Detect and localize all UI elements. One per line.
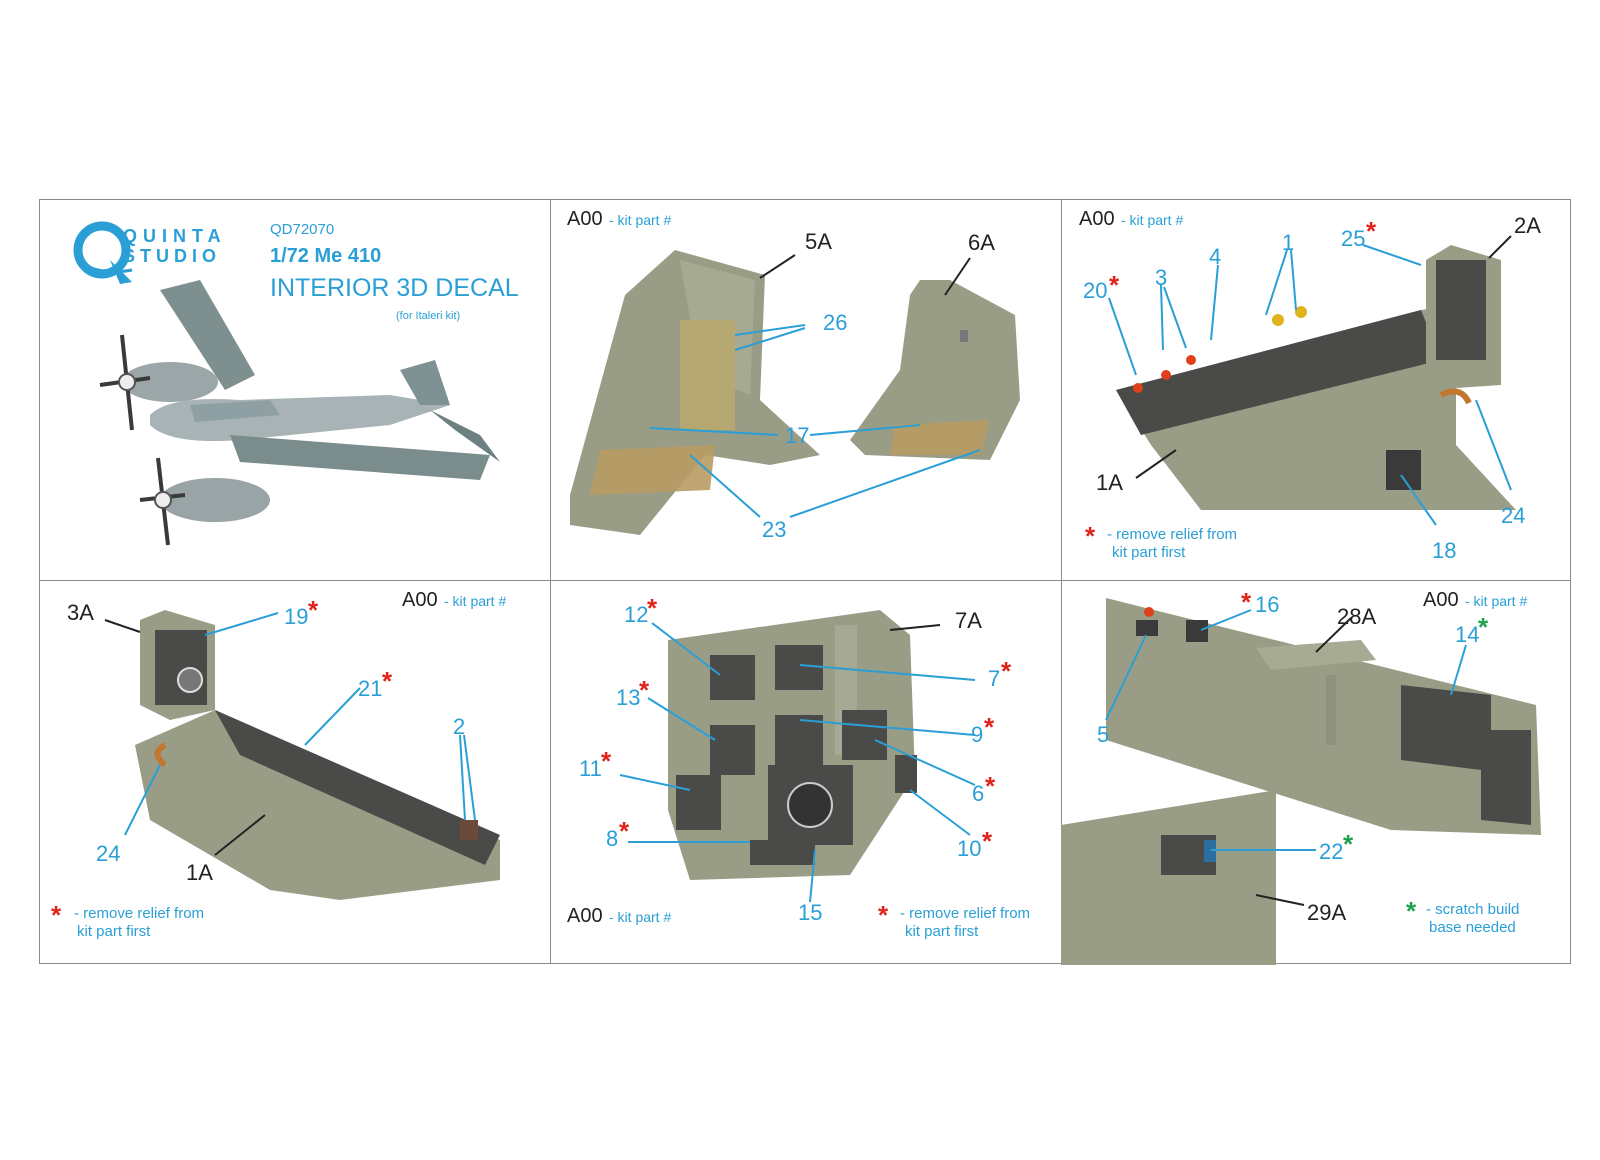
green-star: *	[1406, 896, 1417, 926]
product-note: (for Italeri kit)	[396, 310, 461, 322]
kit-part-code: A00	[1423, 589, 1459, 611]
kit-part-code: A00	[567, 208, 603, 230]
product-code: QD72070	[270, 221, 335, 238]
callout-7: 7	[988, 666, 1001, 691]
callout-24: 24	[96, 841, 121, 866]
kit-part-label: - kit part #	[609, 909, 672, 925]
product-panel: QUINTA STUDIO QD72070 1/72 Me 410 INTERI…	[40, 200, 550, 580]
divider	[550, 200, 551, 963]
red-star: *	[601, 746, 612, 776]
kit-part-code: A00	[567, 905, 603, 927]
callout-24: 24	[1501, 503, 1526, 528]
red-star: *	[619, 816, 630, 846]
green-star: *	[1478, 612, 1489, 642]
red-star: *	[984, 712, 995, 742]
callout-26: 26	[823, 310, 848, 335]
callout-9: 9	[971, 722, 984, 747]
callout-10: 10	[957, 836, 982, 861]
console-left-panel: A00 - kit part # 3A 1A 19 * 21 * 2 24 * …	[40, 580, 550, 965]
kit-part-label: - kit part #	[1121, 212, 1184, 228]
console-left-image	[104, 610, 500, 900]
red-star: *	[639, 675, 650, 705]
remove-relief-note: - remove relief from kit part first	[1107, 526, 1238, 561]
part-29a: 29A	[1307, 900, 1347, 925]
part-7a: 7A	[955, 608, 982, 633]
red-star: *	[985, 771, 996, 801]
callout-17: 17	[785, 423, 810, 448]
instrument-panel: 7A 12 * 13 * 11 * 8 * 7 * 9 * 6 * 10 * 1…	[550, 580, 1061, 965]
callout-1: 1	[1282, 230, 1295, 255]
callout-16: 16	[1255, 592, 1280, 617]
callout-22: 22	[1319, 839, 1344, 864]
callout-25: 25	[1341, 226, 1366, 251]
callout-4: 4	[1209, 244, 1222, 269]
quinta-logo-icon	[73, 221, 133, 284]
red-star: *	[51, 900, 62, 930]
red-star: *	[982, 826, 993, 856]
callout-5: 5	[1097, 722, 1110, 747]
part-5a: 5A	[805, 229, 832, 254]
divider	[40, 580, 1570, 581]
callout-14: 14	[1455, 622, 1480, 647]
brand-line1: QUINTA	[123, 226, 227, 246]
red-star: *	[1085, 521, 1096, 551]
brand-line2: STUDIO	[123, 246, 222, 266]
product-scale: 1/72 Me 410	[270, 245, 382, 267]
sidewall-panel: A00 - kit part # 28A 29A * 16 5 14 * 22 …	[1061, 580, 1572, 965]
instruction-sheet: QUINTA STUDIO QD72070 1/72 Me 410 INTERI…	[39, 199, 1572, 965]
red-star: *	[1241, 587, 1252, 617]
part-1a: 1A	[1096, 470, 1123, 495]
callout-19: 19	[284, 604, 309, 629]
red-star: *	[1366, 216, 1377, 246]
callout-20: 20	[1083, 278, 1108, 303]
callout-11: 11	[579, 756, 602, 781]
red-star: *	[1109, 270, 1120, 300]
callout-13: 13	[616, 685, 641, 710]
product-title: INTERIOR 3D DECAL	[270, 274, 519, 302]
kit-part-code: A00	[402, 589, 438, 611]
part-3a: 3A	[67, 600, 94, 625]
callout-18: 18	[1432, 538, 1457, 563]
scratch-build-note: - scratch build base needed	[1426, 901, 1520, 936]
callout-8: 8	[606, 826, 619, 851]
kit-part-label: - kit part #	[609, 212, 672, 228]
red-star: *	[1001, 656, 1012, 686]
callout-6: 6	[972, 781, 985, 806]
instrument-panel-image	[619, 610, 976, 903]
kit-part-code: A00	[1079, 208, 1115, 230]
red-star: *	[647, 593, 658, 623]
aircraft-image	[99, 280, 500, 546]
part-1a: 1A	[186, 860, 213, 885]
part-28a: 28A	[1337, 604, 1377, 629]
divider	[1061, 200, 1062, 963]
console-image	[1108, 235, 1516, 526]
part-2a: 2A	[1514, 213, 1541, 238]
red-star: *	[878, 900, 889, 930]
seats-image	[570, 250, 1020, 535]
callout-21: 21	[358, 676, 383, 701]
remove-relief-note: - remove relief from kit part first	[900, 905, 1031, 940]
callout-3: 3	[1155, 265, 1168, 290]
callout-2: 2	[453, 714, 466, 739]
console-right-panel: A00 - kit part # 2A 1A 1 3 4 20 * 25 * 2…	[1061, 200, 1572, 580]
green-star: *	[1343, 829, 1354, 859]
part-6a: 6A	[968, 230, 995, 255]
callout-23: 23	[762, 517, 787, 542]
remove-relief-note: - remove relief from kit part first	[74, 905, 205, 940]
callout-12: 12	[624, 602, 649, 627]
kit-part-label: - kit part #	[1465, 593, 1528, 609]
seats-panel: A00 - kit part # 5A 6A 26 17 23	[550, 200, 1061, 580]
kit-part-label: - kit part #	[444, 593, 507, 609]
callout-15: 15	[798, 900, 823, 925]
red-star: *	[382, 666, 393, 696]
red-star: *	[308, 595, 319, 625]
sidewall-image	[1061, 598, 1541, 965]
